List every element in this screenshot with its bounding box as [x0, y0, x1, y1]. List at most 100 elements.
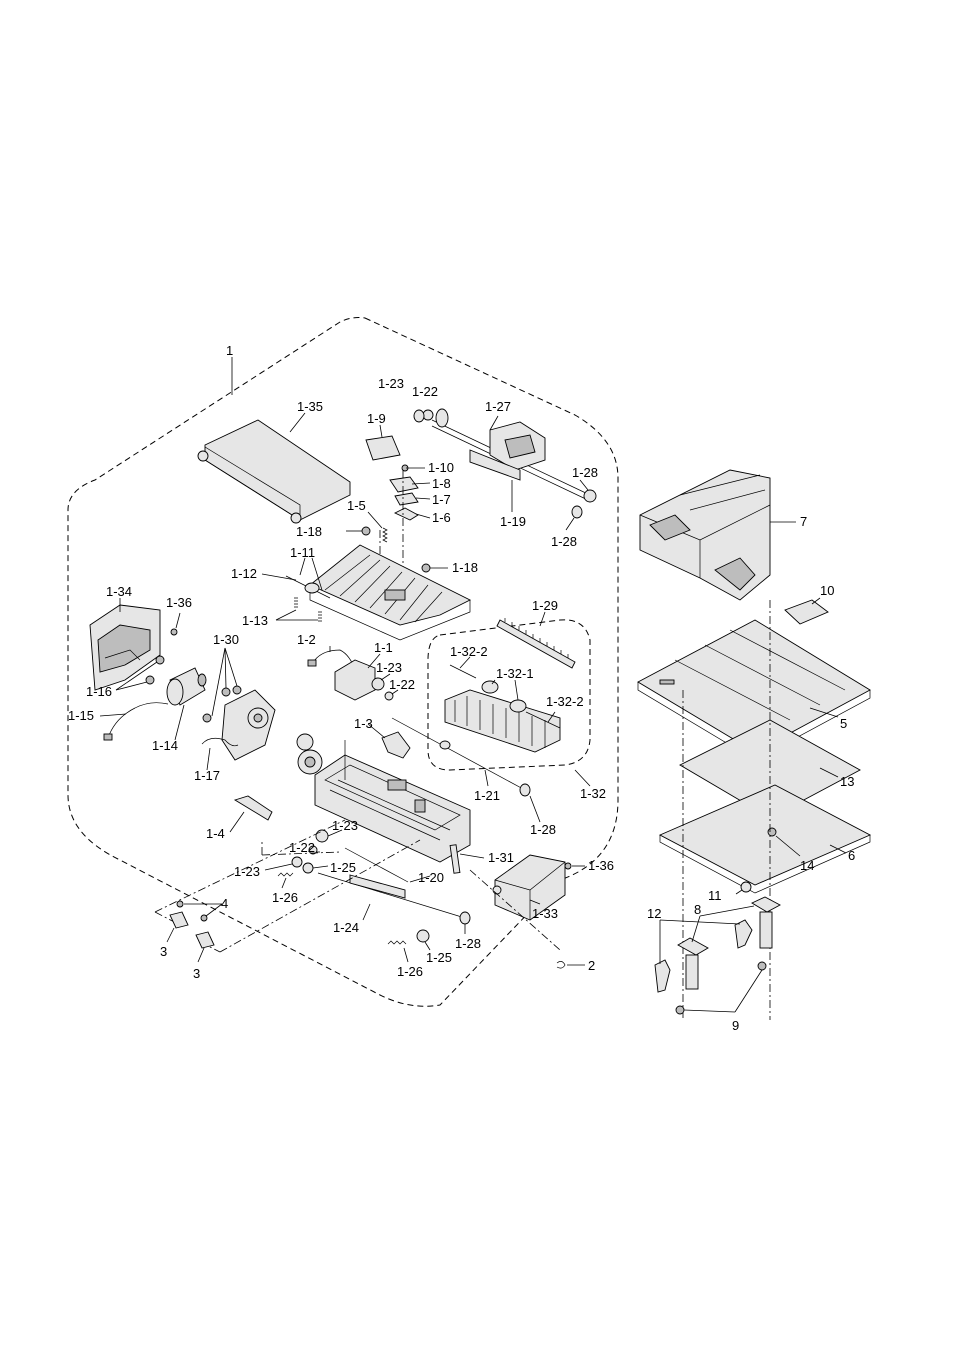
label-1-35: 1-35 — [297, 399, 323, 414]
label-1-4: 1-4 — [206, 826, 225, 841]
label-10: 10 — [820, 583, 834, 598]
bottom-plate-part — [658, 784, 872, 894]
mounting-bracket-parts — [169, 900, 215, 949]
label-1-1: 1-1 — [374, 640, 393, 655]
label-1-20: 1-20 — [418, 870, 444, 885]
label-3: 3 — [193, 966, 200, 981]
label-1-19: 1-19 — [500, 514, 526, 529]
right-side-cover — [492, 854, 566, 921]
label-1-21: 1-21 — [474, 788, 500, 803]
main-frame-part — [314, 740, 471, 863]
roller-shaft-part — [317, 872, 471, 925]
label-1-36: 1-36 — [588, 858, 614, 873]
label-7: 7 — [800, 514, 807, 529]
label-1-25: 1-25 — [426, 950, 452, 965]
label-1-33: 1-33 — [532, 906, 558, 921]
label-1-26: 1-26 — [272, 890, 298, 905]
label-1-22: 1-22 — [389, 677, 415, 692]
label-11: 11 — [708, 888, 722, 903]
label-1-28: 1-28 — [530, 822, 556, 837]
feed-guide-plate — [309, 544, 472, 641]
label-1-29: 1-29 — [532, 598, 558, 613]
shaft-part — [344, 847, 409, 883]
foot-part — [740, 881, 752, 893]
label-1-9: 1-9 — [367, 411, 386, 426]
top-cover-part — [197, 419, 351, 524]
spring-part — [294, 597, 298, 608]
label-1-23: 1-23 — [378, 376, 404, 391]
label-1-18: 1-18 — [296, 524, 322, 539]
label-3: 3 — [160, 944, 167, 959]
label-1-18: 1-18 — [452, 560, 478, 575]
label-1-14: 1-14 — [152, 738, 178, 753]
label-1-36: 1-36 — [166, 595, 192, 610]
foot-bracket-parts — [654, 896, 781, 993]
label-13: 13 — [840, 774, 854, 789]
screw-part — [170, 628, 178, 636]
label-1-23: 1-23 — [332, 818, 358, 833]
label-1-11: 1-11 — [290, 545, 315, 560]
label-1-22: 1-22 — [289, 840, 315, 855]
label-1-3: 1-3 — [354, 716, 373, 731]
label-1-23: 1-23 — [234, 864, 260, 879]
label-1-32: 1-32 — [580, 786, 606, 801]
separation-roller-assembly — [444, 664, 561, 753]
label-1-6: 1-6 — [432, 510, 451, 525]
spring-plate-parts — [379, 464, 431, 600]
cable-part — [107, 702, 169, 739]
label-1-13: 1-13 — [242, 613, 268, 628]
label-1-25: 1-25 — [330, 860, 356, 875]
upper-cover-assembly — [639, 469, 771, 601]
label-1-32-1: 1-32-1 — [496, 666, 534, 681]
label-14: 14 — [800, 858, 814, 873]
label-1-32-2: 1-32-2 — [546, 694, 584, 709]
label-1-2: 1-2 — [297, 632, 316, 647]
label-1-8: 1-8 — [432, 476, 451, 491]
small-cover-part — [784, 599, 829, 625]
label-1-26: 1-26 — [397, 964, 423, 979]
label-1-32-2: 1-32-2 — [450, 644, 488, 659]
label-1-30: 1-30 — [213, 632, 239, 647]
tray-plate-part — [637, 619, 871, 761]
label-1-15: 1-15 — [68, 708, 94, 723]
screw-part — [361, 526, 371, 536]
sheet-part — [365, 435, 401, 461]
label-1-12: 1-12 — [231, 566, 257, 581]
label-1-28: 1-28 — [455, 936, 481, 951]
label-1-24: 1-24 — [333, 920, 359, 935]
label-6: 6 — [848, 848, 855, 863]
label-1-22: 1-22 — [412, 384, 438, 399]
label-1: 1 — [226, 343, 233, 358]
spring-part — [382, 527, 388, 543]
motor-part — [166, 667, 207, 706]
label-9: 9 — [732, 1018, 739, 1033]
label-1-28: 1-28 — [551, 534, 577, 549]
label-2: 2 — [588, 958, 595, 973]
screw-part — [421, 563, 431, 573]
clip-part — [556, 961, 566, 969]
label-8: 8 — [694, 902, 701, 917]
label-1-5: 1-5 — [347, 498, 366, 513]
left-side-cover — [89, 604, 161, 691]
label-12: 12 — [647, 906, 661, 921]
sensor-board-part — [334, 659, 376, 701]
brush-strip-part — [496, 618, 576, 669]
label-1-7: 1-7 — [432, 492, 451, 507]
bracket-part — [233, 795, 273, 821]
label-1-34: 1-34 — [106, 584, 132, 599]
label-1-28: 1-28 — [572, 465, 598, 480]
label-1-10: 1-10 — [428, 460, 454, 475]
actuator-part — [381, 731, 411, 759]
label-1-31: 1-31 — [488, 850, 514, 865]
label-1-16: 1-16 — [86, 684, 112, 699]
label-5: 5 — [840, 716, 847, 731]
label-1-23: 1-23 — [376, 660, 402, 675]
shaft-part — [391, 717, 526, 791]
drive-bracket-part — [221, 689, 323, 775]
pin-part — [449, 844, 461, 874]
feed-shaft-assembly — [413, 408, 597, 519]
cable-part — [201, 737, 239, 747]
label-1-27: 1-27 — [485, 399, 511, 414]
label-4: 4 — [221, 896, 228, 911]
